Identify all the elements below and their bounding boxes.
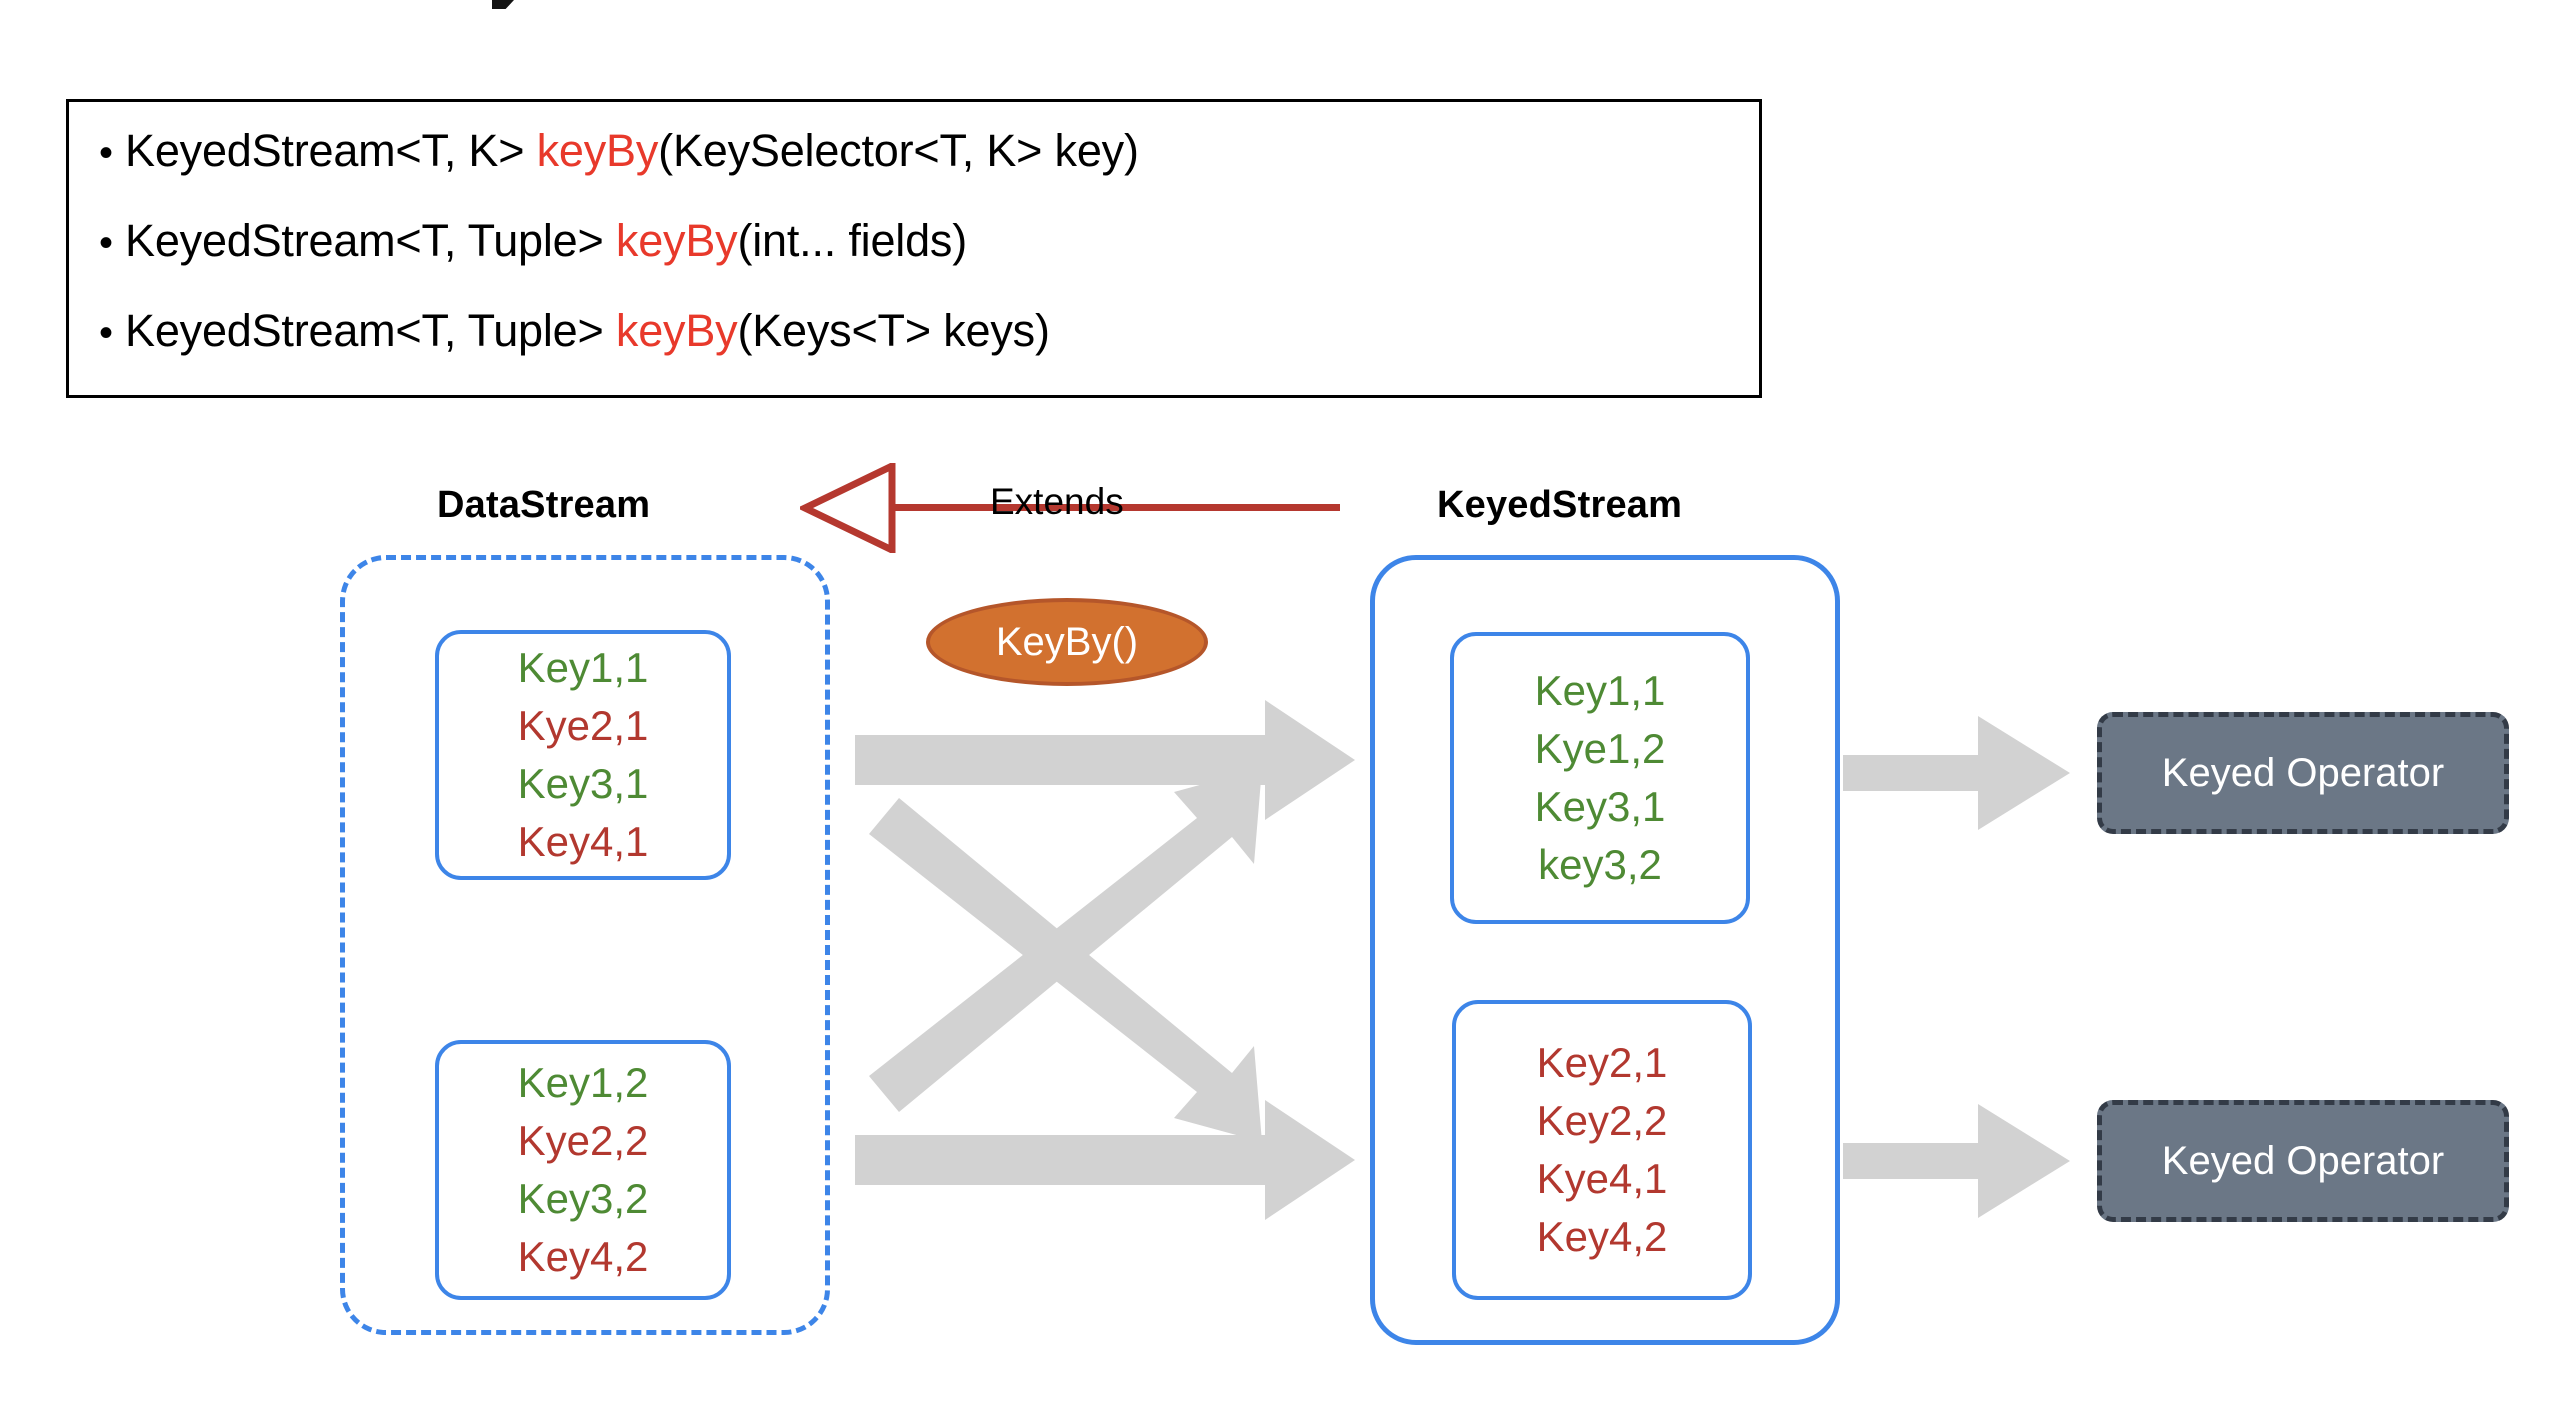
record: Key4,2	[1536, 1213, 1668, 1260]
keyby-operation-node: KeyBy()	[926, 598, 1208, 686]
api-signature-text: KeyedStream<T, K> keyBy(KeySelector<T, K…	[125, 124, 1139, 178]
datastream-partition-2: Key1,2 Kye2,2 Key3,2 Key4,2	[435, 1040, 731, 1300]
arrow-to-operator-1	[1843, 716, 2070, 830]
keyed-operator-label: Keyed Operator	[2161, 750, 2445, 795]
record: Key3,1	[1534, 783, 1666, 830]
keyedstream-partition-1: Key1,1 Kye1,2 Key3,1 key3,2	[1450, 632, 1750, 924]
record: Key1,2	[517, 1059, 649, 1106]
signature-prefix: KeyedStream<T, Tuple>	[125, 215, 616, 266]
record: Key2,2	[1536, 1097, 1668, 1144]
record: Kye4,1	[1536, 1155, 1668, 1202]
datastream-heading: DataStream	[437, 484, 651, 526]
record: Key4,2	[517, 1233, 649, 1280]
keyedstream-heading: KeyedStream	[1437, 484, 1683, 526]
extends-label: Extends	[990, 481, 1124, 522]
arrow-to-operator-2	[1843, 1104, 2070, 1218]
keyedstream-partition-2: Key2,1 Key2,2 Kye4,1 Key4,2	[1452, 1000, 1752, 1300]
keyed-operator-2: Keyed Operator	[2097, 1100, 2509, 1222]
record: Kye2,2	[517, 1117, 649, 1164]
signature-keyword: keyBy	[536, 125, 659, 176]
record: Kye1,2	[1534, 725, 1666, 772]
keyby-label: KeyBy()	[995, 619, 1139, 664]
keyed-operator-label: Keyed Operator	[2161, 1138, 2445, 1183]
arrow-straight-bottom	[855, 1100, 1355, 1220]
api-signature-text: KeyedStream<T, Tuple> keyBy(Keys<T> keys…	[125, 304, 1050, 358]
arrow-diagonal-up	[869, 768, 1262, 1112]
bullet-icon: •	[99, 311, 114, 355]
api-signature-text: KeyedStream<T, Tuple> keyBy(int... field…	[125, 214, 967, 268]
signature-suffix: (KeySelector<T, K> key)	[658, 125, 1139, 176]
datastream-container	[340, 555, 830, 1335]
clipped-title-fragment	[492, 0, 514, 9]
record: Key3,2	[517, 1175, 649, 1222]
record: Kye2,1	[517, 702, 649, 749]
bullet-icon: •	[99, 221, 114, 265]
datastream-partition-1: Key1,1 Kye2,1 Key3,1 Key4,1	[435, 630, 731, 880]
signature-prefix: KeyedStream<T, Tuple>	[125, 305, 616, 356]
record: Key4,1	[517, 818, 649, 865]
arrow-straight-top	[855, 700, 1355, 820]
signature-keyword: keyBy	[615, 215, 738, 266]
record: Key1,1	[517, 644, 649, 691]
keyedstream-container	[1370, 555, 1840, 1345]
api-signature-row: • KeyedStream<T, Tuple> keyBy(int... fie…	[99, 214, 1749, 270]
signature-suffix: (int... fields)	[737, 215, 967, 266]
record: Key3,1	[517, 760, 649, 807]
signature-prefix: KeyedStream<T, K>	[125, 125, 537, 176]
api-signature-row: • KeyedStream<T, Tuple> keyBy(Keys<T> ke…	[99, 304, 1749, 360]
record: Key1,1	[1534, 667, 1666, 714]
record: key3,2	[1538, 841, 1662, 888]
inheritance-triangle-icon	[800, 463, 896, 553]
api-signature-row: • KeyedStream<T, K> keyBy(KeySelector<T,…	[99, 124, 1749, 180]
keyed-operator-1: Keyed Operator	[2097, 712, 2509, 834]
signature-keyword: keyBy	[615, 305, 738, 356]
extends-line	[890, 504, 1340, 511]
api-signature-box: • KeyedStream<T, K> keyBy(KeySelector<T,…	[66, 99, 1762, 398]
signature-suffix: (Keys<T> keys)	[737, 305, 1050, 356]
record: Key2,1	[1536, 1039, 1668, 1086]
bullet-icon: •	[99, 131, 114, 175]
